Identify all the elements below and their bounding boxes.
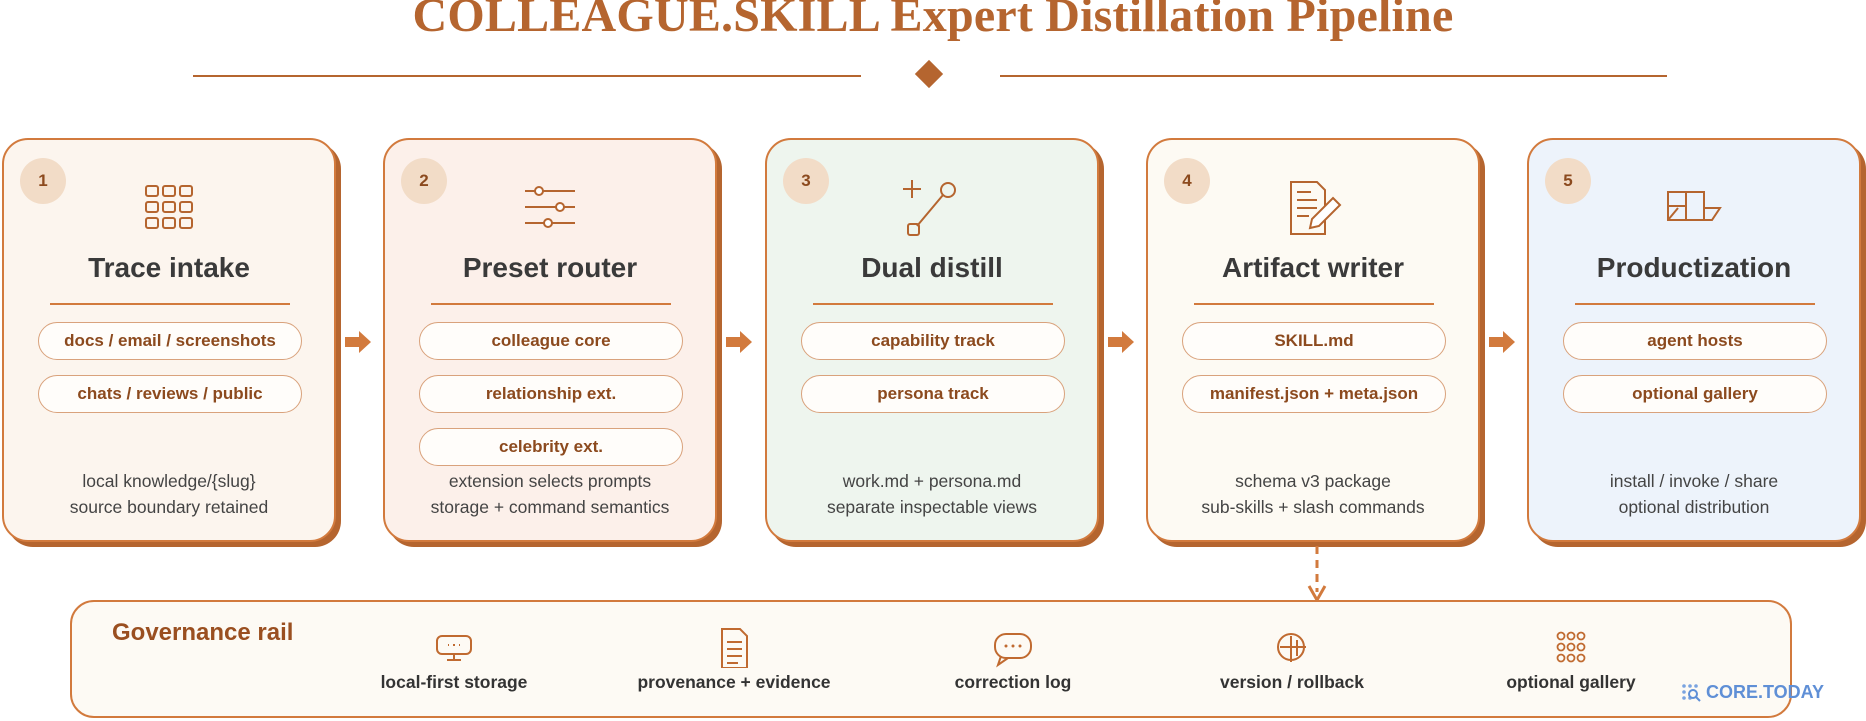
layout-box-icon [1667, 191, 1722, 221]
stage-number: 5 [1545, 158, 1591, 204]
stage-number: 3 [783, 158, 829, 204]
stage-pill: manifest.json + meta.json [1182, 375, 1446, 413]
stage-number: 4 [1164, 158, 1210, 204]
stage-title: Preset router [462, 252, 638, 283]
flow-arrow-icon [1489, 331, 1515, 353]
stage-pill: SKILL.md [1182, 322, 1446, 360]
dashed-connector-arrow-icon [1307, 546, 1327, 602]
stage-divider [431, 303, 671, 305]
stage-pill: agent hosts [1563, 322, 1827, 360]
stage-pill: persona track [801, 375, 1065, 413]
stage-note: work.md + persona.md [842, 471, 1022, 491]
stage-pill: colleague core [419, 322, 683, 360]
page-title: COLLEAGUE.SKILL Expert Distillation Pipe… [412, 0, 1454, 42]
governance-item-label: correction log [954, 672, 1072, 692]
stage-divider [1575, 303, 1815, 305]
stage-note: source boundary retained [69, 497, 269, 517]
stage-card-4: 4 Artifact writer SKILL.md manifest.json… [1146, 138, 1480, 542]
stage-note: local knowledge/{slug} [82, 471, 256, 491]
stage-pill: chats / reviews / public [38, 375, 302, 413]
governance-item-optional-gallery: optional gallery [1451, 628, 1691, 693]
grid-icon [145, 185, 193, 229]
stage-number: 1 [20, 158, 66, 204]
stage-note: optional distribution [1618, 497, 1770, 517]
brand-name: CORE.TODAY [1706, 682, 1825, 702]
stage-pill: docs / email / screenshots [38, 322, 302, 360]
stage-card-3: 3 Dual distill capability track persona … [765, 138, 1099, 542]
governance-item-label: local-first storage [380, 672, 528, 692]
dots-grid-icon [1556, 631, 1586, 663]
document-icon [721, 628, 748, 668]
title-diamond [914, 59, 944, 89]
stage-pill: relationship ext. [419, 375, 683, 413]
stage-card-5: 5 Productization agent hosts optional ga… [1527, 138, 1861, 542]
stage-card-1: 1 Trace intake docs / email / screenshot… [2, 138, 336, 542]
stage-note: schema v3 package [1235, 471, 1391, 491]
stage-divider [50, 303, 290, 305]
document-pen-icon [1290, 181, 1342, 235]
stage-pill: optional gallery [1563, 375, 1827, 413]
title-rule-right [1000, 75, 1667, 77]
stage-title: Trace intake [88, 252, 250, 283]
stage-note: sub-skills + slash commands [1201, 497, 1425, 517]
monitor-icon [436, 635, 472, 661]
path-icon [903, 180, 956, 236]
stage-number: 2 [401, 158, 447, 204]
stage-title: Dual distill [861, 252, 1003, 283]
governance-item-label: version / rollback [1220, 672, 1364, 692]
governance-item-version-rollback: version / rollback [1172, 628, 1412, 693]
governance-item-label: optional gallery [1506, 672, 1636, 692]
stage-pill: celebrity ext. [419, 428, 683, 466]
stage-pill: capability track [801, 322, 1065, 360]
brand-logo-icon [1682, 684, 1701, 702]
stage-note: storage + command semantics [430, 497, 670, 517]
flow-arrow-icon [345, 331, 371, 353]
governance-item-label: provenance + evidence [637, 672, 831, 692]
governance-item-correction-log: correction log [893, 628, 1133, 693]
chat-bubble-icon [994, 633, 1032, 668]
stage-title: Artifact writer [1221, 252, 1405, 283]
governance-rail [70, 600, 1792, 718]
title-rule-left [193, 75, 861, 77]
flow-arrow-icon [726, 331, 752, 353]
governance-item-local-storage: local-first storage [334, 628, 574, 693]
stage-divider [1194, 303, 1434, 305]
stage-note: separate inspectable views [826, 497, 1038, 517]
stage-title: Productization [1596, 252, 1792, 283]
governance-item-provenance: provenance + evidence [614, 628, 854, 693]
sliders-icon [525, 186, 575, 228]
governance-title: Governance rail [112, 619, 294, 646]
stage-divider [813, 303, 1053, 305]
stage-note: extension selects prompts [448, 471, 652, 491]
stage-note: install / invoke / share [1609, 471, 1779, 491]
version-icon [1277, 633, 1306, 662]
stage-card-2: 2 Preset router colleague core relations… [383, 138, 717, 542]
flow-arrow-icon [1108, 331, 1134, 353]
